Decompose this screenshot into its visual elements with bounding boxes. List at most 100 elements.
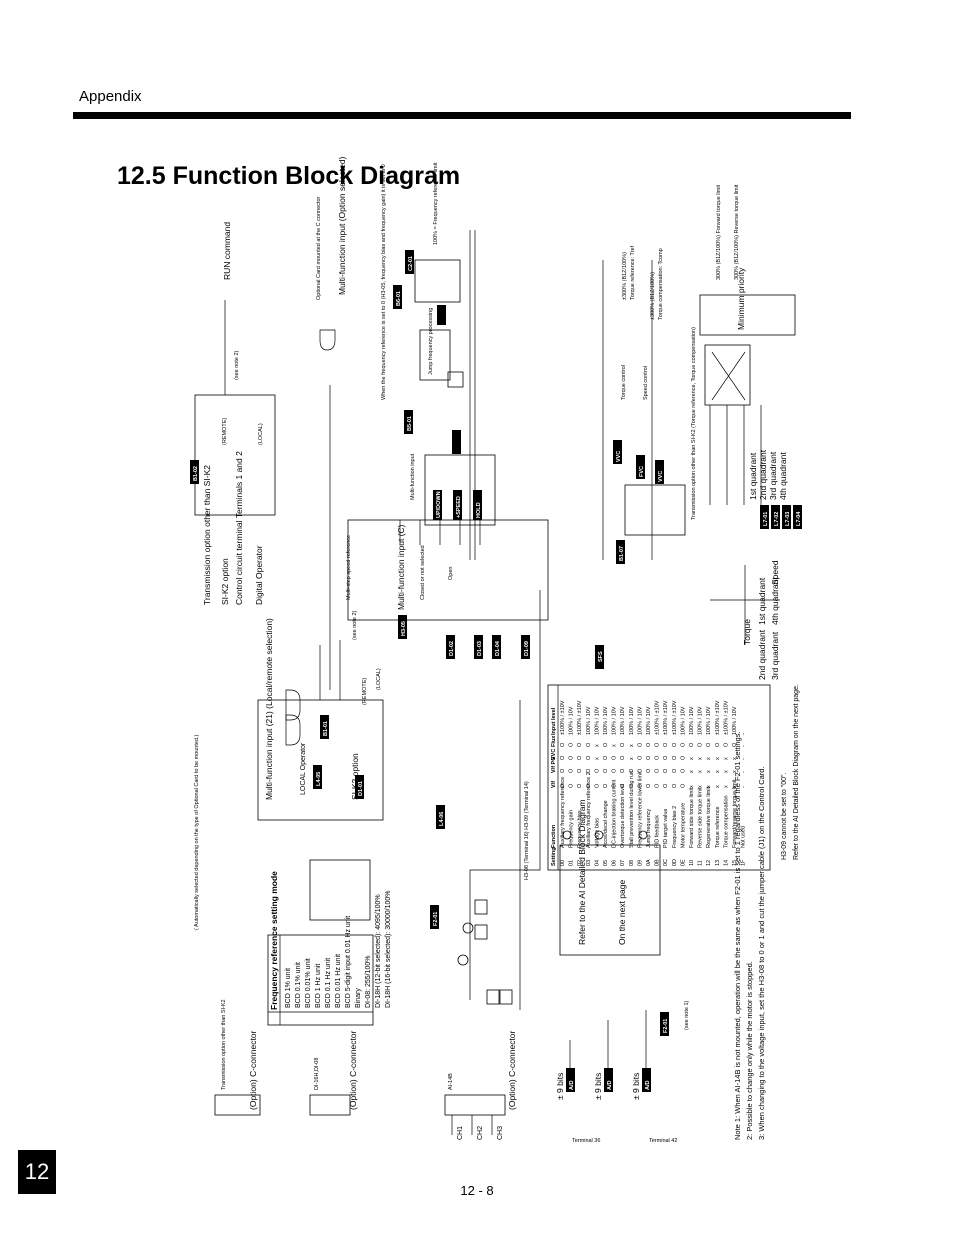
- d1-09-block: [521, 635, 530, 659]
- h3-table-cell: O: [646, 742, 652, 747]
- ad-block-3: [642, 1068, 651, 1092]
- local-operator-label: LOCAL Operator: [300, 742, 307, 795]
- b1-07-box: [624, 484, 686, 536]
- b1-01-label: B1-01: [323, 721, 329, 736]
- plus-speed-label: +SPEED: [456, 496, 462, 518]
- h3-setting-table: H3-08 (Terminal 16) H3-09 (Terminal 14) …: [524, 684, 771, 880]
- h3-table-cell: O: [560, 768, 566, 773]
- channel-label-3: CH3: [497, 1126, 504, 1140]
- reference-mode-row-4: BCD 0.1 Hz unit: [325, 958, 332, 1008]
- h3-table-cell: Voltage bias: [594, 818, 600, 848]
- h3-table-cell: 0E: [680, 859, 686, 866]
- minimum-priority-box: [699, 294, 796, 336]
- h3-table-cell: O: [663, 742, 669, 747]
- h3-table-cell: Motor temperature: [680, 803, 686, 848]
- h3-table-cell: ±100% / ±10V: [715, 700, 721, 735]
- h3-table-cell: O: [620, 768, 626, 773]
- h3-table-cell: Frequency bias 2: [672, 806, 678, 848]
- h3-table-cell: x: [698, 770, 704, 773]
- h3-table-cell: 100% / 10V: [706, 706, 712, 735]
- automatic-option-note: ( Automatically selected depending on th…: [194, 734, 200, 930]
- h3-table-cell: x: [732, 785, 738, 788]
- multi-function-option-label: Multi-function input (Option selected): [337, 156, 347, 295]
- q2-label: 2nd quadrant: [757, 629, 767, 680]
- binary-note-1: DI-18H (12-bit selected): 4095/100%: [375, 894, 382, 1008]
- h3-table-cell: PID target value: [663, 809, 669, 848]
- ai-detail-box: [559, 844, 661, 956]
- h3-table-cell: O: [637, 755, 643, 760]
- h3-table-cell: 02: [577, 860, 583, 866]
- limit-block: [437, 305, 446, 325]
- h3-table-cell: O: [637, 768, 643, 773]
- h3-table-cell: x: [715, 770, 721, 773]
- h3-table-cell: O: [569, 783, 575, 788]
- h3-table-cell: PID feedback: [655, 815, 661, 848]
- fvc-block: [636, 455, 645, 479]
- h3-table-cell: O: [646, 768, 652, 773]
- h3-table-cell: O: [655, 755, 661, 760]
- h3-table-cell: O: [672, 755, 678, 760]
- run-source-2: Control circuit terminal Terminals 1 and…: [234, 451, 244, 605]
- h3-table-cell: O: [603, 768, 609, 773]
- l7-02-block: [771, 505, 780, 529]
- d1-02-block: [446, 635, 455, 659]
- h3-table-cell: x: [706, 785, 712, 788]
- run-command-label: RUN command: [222, 222, 232, 280]
- page-title: 12.5 Function Block Diagram: [117, 162, 461, 190]
- h3-table-cell: 04: [594, 860, 600, 866]
- d1-03-label: D1-03: [477, 641, 483, 656]
- h3-column-header: V/f PG: [551, 756, 557, 773]
- minimum-priority-label: Minimum priority: [736, 267, 746, 330]
- general-note-2: 2: Possible to change only while the mot…: [745, 961, 754, 1140]
- h3-table-cell: x: [706, 770, 712, 773]
- multi-step-label: Multi-step speed reference: [346, 535, 352, 600]
- l7-01-label: L7-01: [763, 512, 769, 526]
- f2-01-block: [660, 1012, 669, 1036]
- h3-table-cell: O: [680, 768, 686, 773]
- d1-04-label: D1-04: [495, 640, 501, 656]
- h3-table-cell: 0B: [655, 859, 661, 866]
- ad-block-2: [604, 1068, 613, 1092]
- h3-column-header: Flux: [551, 735, 557, 747]
- chapter-tab: 12: [18, 1150, 56, 1194]
- h3-table-cell: 0C: [663, 859, 669, 866]
- di-connector-box: [309, 1094, 351, 1116]
- h3-table-cell: 10: [689, 860, 695, 866]
- h3-table-cell: O: [655, 783, 661, 788]
- h3-table-cell: O: [612, 768, 618, 773]
- ad-converters: A/D A/D A/D ± 9 bits ± 9 bits ± 9 bits: [555, 1010, 651, 1100]
- h3-table-cell: ±100% / ±10V: [672, 700, 678, 735]
- h3-table-box: [547, 684, 771, 871]
- quadrant-2: 2nd quadrant: [758, 449, 768, 500]
- h3-table-cell: O: [569, 742, 575, 747]
- h3-table-cell: O: [577, 742, 583, 747]
- h3-table-cell: O: [655, 742, 661, 747]
- l7-01-block: [760, 505, 769, 529]
- h3-table-cell: O: [586, 783, 592, 788]
- transmission-option-label: Transmission option other than SI-K2: [221, 999, 227, 1090]
- fvc-label: FVC: [639, 466, 645, 477]
- up-down-tag: [433, 490, 442, 520]
- torque-speed-control: Torque control Speed control VVC FVC VVC…: [602, 260, 697, 564]
- h3-table-cell: 09: [637, 860, 643, 866]
- channel-label-1: CH1: [457, 1126, 464, 1140]
- h3-table-cell: O: [569, 768, 575, 773]
- h3-table-cell: x: [723, 785, 729, 788]
- reference-mode-row-0: BCD 1% unit: [285, 968, 292, 1008]
- f2-01-top-label: F2-01: [433, 912, 439, 926]
- freq-limit-box: [414, 259, 461, 303]
- vvc2-label: VVC: [658, 471, 664, 482]
- multi-step-speed-block: Multi-step speed reference Multi-functio…: [346, 519, 604, 669]
- reference-mode-title: Frequency reference setting mode: [269, 871, 279, 1010]
- binary-note-0: DI-08: 255/100%: [365, 955, 372, 1008]
- h3-table-cell: O: [603, 755, 609, 760]
- jump-note: When the frequency reference is set to 0…: [381, 164, 387, 400]
- h3-table-cell: 06: [612, 860, 618, 866]
- h3-table-cell: ±100% / ±10V: [655, 700, 661, 735]
- table-note-2: Refer to the AI Detailed Block Diagram o…: [793, 684, 800, 860]
- h3-table-cell: DC-injection braking current: [612, 779, 618, 848]
- c2-01-label: C2-01: [408, 256, 414, 271]
- l4-06-block: [436, 805, 445, 829]
- h3-table-cell: Overtorque detection level: [620, 784, 626, 848]
- l7-02-label: L7-02: [774, 512, 780, 526]
